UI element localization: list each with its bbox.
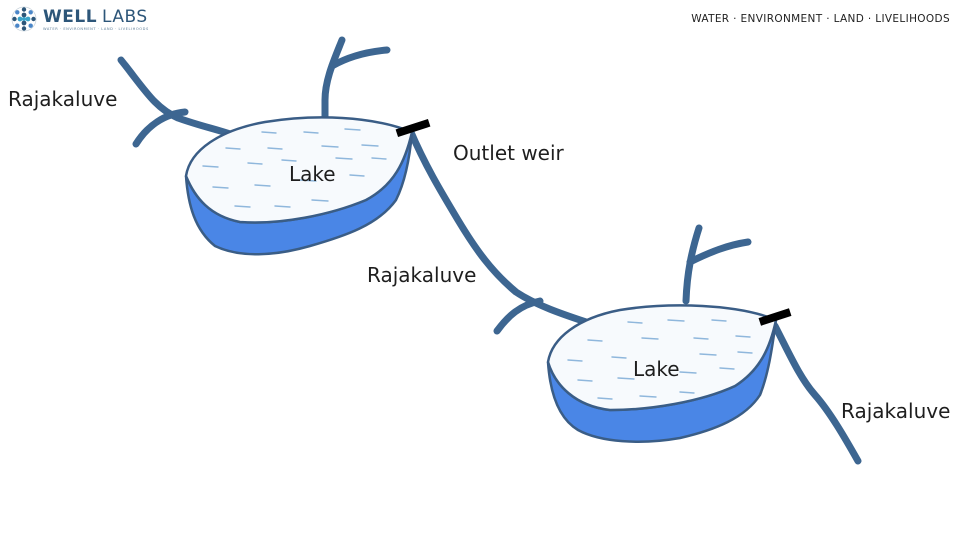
upper-lake-ripples — [202, 128, 387, 208]
outlet-weir-upper — [395, 118, 431, 138]
label-lake-upper: Lake — [289, 162, 336, 186]
outlet-weir-lower — [758, 308, 792, 326]
label-rajakaluve-connector: Rajakaluve — [367, 263, 476, 287]
connector-channel — [406, 126, 602, 330]
brand-tagline: WATER · ENVIRONMENT · LAND · LIVELIHOODS — [43, 26, 149, 31]
connector-channel-branch — [493, 297, 544, 335]
inflow-channel-top-branch — [328, 46, 391, 70]
brand-name-light: LABS — [102, 6, 148, 27]
lower-inflow-branch — [686, 238, 752, 266]
outflow-channel — [771, 322, 862, 465]
lower-lake-ripples — [567, 319, 753, 400]
brand-name-strong: WELL — [43, 6, 98, 27]
inflow-channel-main — [117, 56, 240, 140]
inflow-channel-top — [321, 36, 346, 121]
upper-lake-surface — [184, 116, 414, 224]
lower-lake — [546, 304, 792, 443]
rajakaluve-channels — [117, 36, 862, 465]
header-tagline: WATER · ENVIRONMENT · LAND · LIVELIHOODS — [691, 13, 950, 25]
inflow-channel-branch — [132, 108, 189, 148]
dotted-globe-icon — [11, 6, 37, 32]
label-outlet-weir: Outlet weir — [453, 141, 565, 165]
label-rajakaluve-outflow: Rajakaluve — [841, 399, 950, 423]
label-lake-lower: Lake — [633, 357, 680, 381]
label-rajakaluve-inflow: Rajakaluve — [8, 87, 117, 111]
lower-lake-surface — [546, 304, 778, 412]
upper-lake — [184, 116, 431, 256]
diagram-labels: Rajakaluve Lake Outlet weir Rajakaluve L… — [8, 87, 950, 423]
